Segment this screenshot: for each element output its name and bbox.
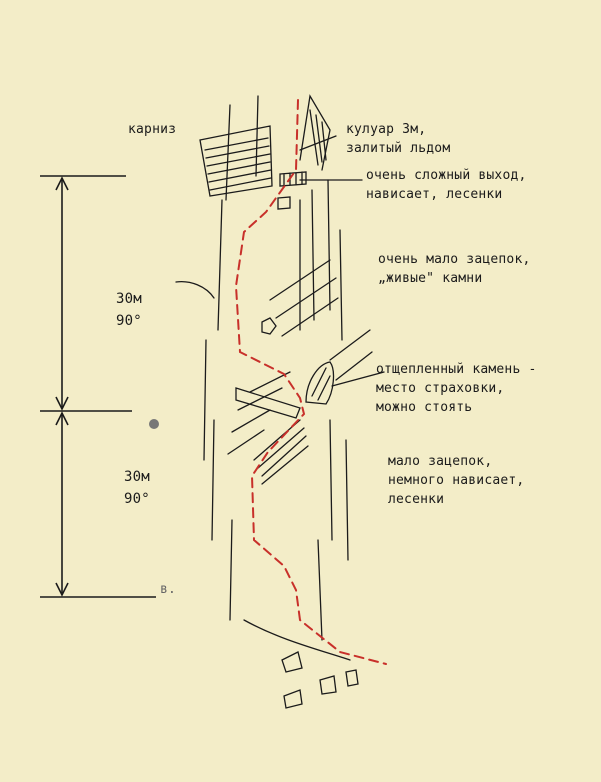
- pitch-upper: 30м 90°: [116, 288, 142, 332]
- climbing-route: [234, 99, 387, 665]
- label-few-holds-top: очень мало зацепок, „живые" камни: [378, 252, 531, 286]
- label-hard-exit: очень сложный выход, нависает, лесенки: [366, 168, 527, 202]
- dimension-lines: [40, 175, 156, 598]
- lower-ladder-hatching: [253, 419, 309, 485]
- leader-couloir: [299, 135, 337, 151]
- ladder-mark-small: [277, 196, 291, 210]
- flake-rock: [305, 361, 335, 405]
- label-flake: отщепленный камень - место страховки, мо…: [376, 362, 537, 415]
- base-boulder-1: [281, 651, 303, 673]
- base-boulder-2: [283, 689, 303, 709]
- small-rock: [261, 317, 277, 335]
- arrowhead-up-2: [55, 411, 69, 426]
- arrowhead-up-1: [55, 176, 69, 191]
- base-ridge: [243, 619, 351, 661]
- couloir-outline: [299, 94, 331, 171]
- base-boulder-4: [345, 669, 359, 687]
- ink-smudge: [149, 419, 159, 429]
- label-couloir: кулуар 3м, залитый льдом: [346, 122, 451, 156]
- label-few-holds-bottom: мало зацепок, немного нависает, лесенки: [388, 454, 525, 507]
- flake-hatching: [311, 367, 331, 401]
- face-vertical-strokes: [203, 95, 349, 641]
- face-diagonal-hatching: [227, 259, 373, 455]
- rock-face: [175, 94, 385, 709]
- cornice-block: [199, 125, 273, 197]
- leader-flake: [331, 371, 385, 387]
- overhang-left: [175, 280, 215, 299]
- pitch-upper-angle: 90°: [116, 313, 142, 329]
- pitch-lower-angle: 90°: [124, 491, 150, 507]
- pitch-upper-height: 30м: [116, 291, 142, 307]
- arrowhead-down-2: [55, 582, 69, 597]
- label-cornice: карниз: [128, 122, 177, 137]
- pitch-lower-height: 30м: [124, 469, 150, 485]
- pitch-lower: 30м 90°: [124, 466, 150, 510]
- ledge: [235, 387, 301, 419]
- base-boulder-3: [319, 675, 337, 695]
- cornice-hatching: [204, 137, 272, 191]
- arrowhead-down-1: [55, 396, 69, 411]
- corner-mark: в.: [160, 582, 177, 597]
